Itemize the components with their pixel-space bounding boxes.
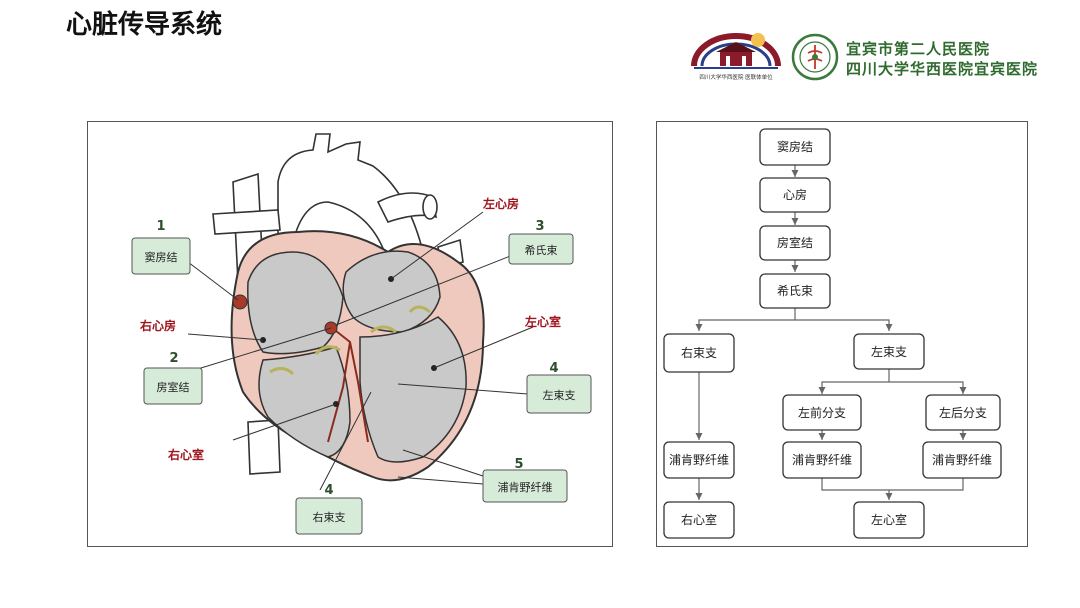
conduction-flowchart-panel: 窦房结 心房 房室结 希氏束 右束支 左束支 左前分支 左后分支 浦肯野纤维 浦…: [656, 121, 1028, 547]
callout-label-purkinje: 浦肯野纤维: [498, 481, 553, 494]
flow-node-purkinje-right: 浦肯野纤维: [669, 453, 729, 467]
hospital-arch-logo: 四川大学华西医院 医联体单位: [691, 33, 781, 81]
callout-label-sa-node: 窦房结: [145, 251, 178, 264]
flow-node-right-ventricle: 右心室: [681, 512, 717, 527]
flow-node-his-bundle: 希氏束: [777, 283, 813, 298]
flowchart-connectors: [695, 165, 967, 500]
flow-node-av-node: 房室结: [777, 235, 813, 250]
callout-label-right-bundle: 右束支: [313, 510, 346, 524]
flow-node-left-ventricle: 左心室: [871, 512, 907, 527]
label-right-atrium: 右心房: [139, 318, 176, 333]
callout-box-av-node: [143, 367, 203, 405]
left-ventricle-shape: [359, 316, 467, 463]
flow-node-sa-node: 窦房结: [777, 139, 813, 154]
label-left-ventricle: 左心室: [524, 314, 561, 329]
left-atrium-shape: [342, 250, 441, 333]
flow-node-right-bundle: 右束支: [681, 345, 717, 360]
callout-box-sa-node: [131, 237, 191, 275]
bundle-branch-path: [327, 326, 369, 443]
flow-node-purkinje-left-anterior: 浦肯野纤维: [792, 453, 852, 467]
callout-number: 4: [324, 483, 333, 498]
flow-node-purkinje-left-posterior: 浦肯野纤维: [932, 453, 992, 467]
callout-number: 5: [514, 457, 523, 472]
callout-label-av-node: 房室结: [157, 380, 190, 394]
leader-lines: [187, 211, 534, 491]
flowchart-node-boxes: [663, 128, 1002, 539]
callout-label-his-bundle: 希氏束: [525, 243, 558, 257]
conduction-flowchart: 窦房结 心房 房室结 希氏束 右束支 左束支 左前分支 左后分支 浦肯野纤维 浦…: [663, 128, 1002, 539]
heart-diagram: 1 窦房结 右心房 2 房室结 右心室 左心房 3 希氏束 左心室 4 左束支 …: [131, 133, 592, 535]
callout-number: 1: [156, 219, 165, 234]
callout-number: 3: [535, 219, 544, 234]
flow-node-left-anterior: 左前分支: [798, 405, 846, 420]
callout-number: 2: [169, 351, 178, 366]
hospital-affiliation: 四川大学华西医院宜宾医院: [846, 60, 1039, 78]
callout-box-his-bundle: [508, 233, 574, 265]
heart-diagram-panel: 1 窦房结 右心房 2 房室结 右心室 左心房 3 希氏束 左心室 4 左束支 …: [87, 121, 613, 547]
label-right-ventricle: 右心室: [167, 447, 204, 462]
callout-number: 4: [549, 361, 558, 376]
hospital-name: 宜宾市第二人民医院: [846, 40, 991, 58]
callout-box-right-bundle: [295, 497, 363, 535]
heart-valves: [269, 305, 431, 376]
sa-node-dot: [232, 294, 248, 310]
arch-logo-caption: 四川大学华西医院 医联体单位: [699, 73, 773, 81]
callout-box-left-bundle: [526, 374, 592, 414]
flow-node-left-posterior: 左后分支: [939, 405, 987, 420]
label-left-atrium: 左心房: [482, 196, 519, 211]
callout-box-purkinje: [482, 469, 568, 503]
great-vessels: [212, 133, 464, 475]
flow-node-atrium: 心房: [783, 187, 807, 202]
page-title: 心脏传导系统: [66, 10, 223, 40]
callout-label-left-bundle: 左束支: [543, 389, 576, 402]
hospital-seal-logo: [791, 33, 839, 81]
flow-node-left-bundle: 左束支: [871, 344, 907, 359]
